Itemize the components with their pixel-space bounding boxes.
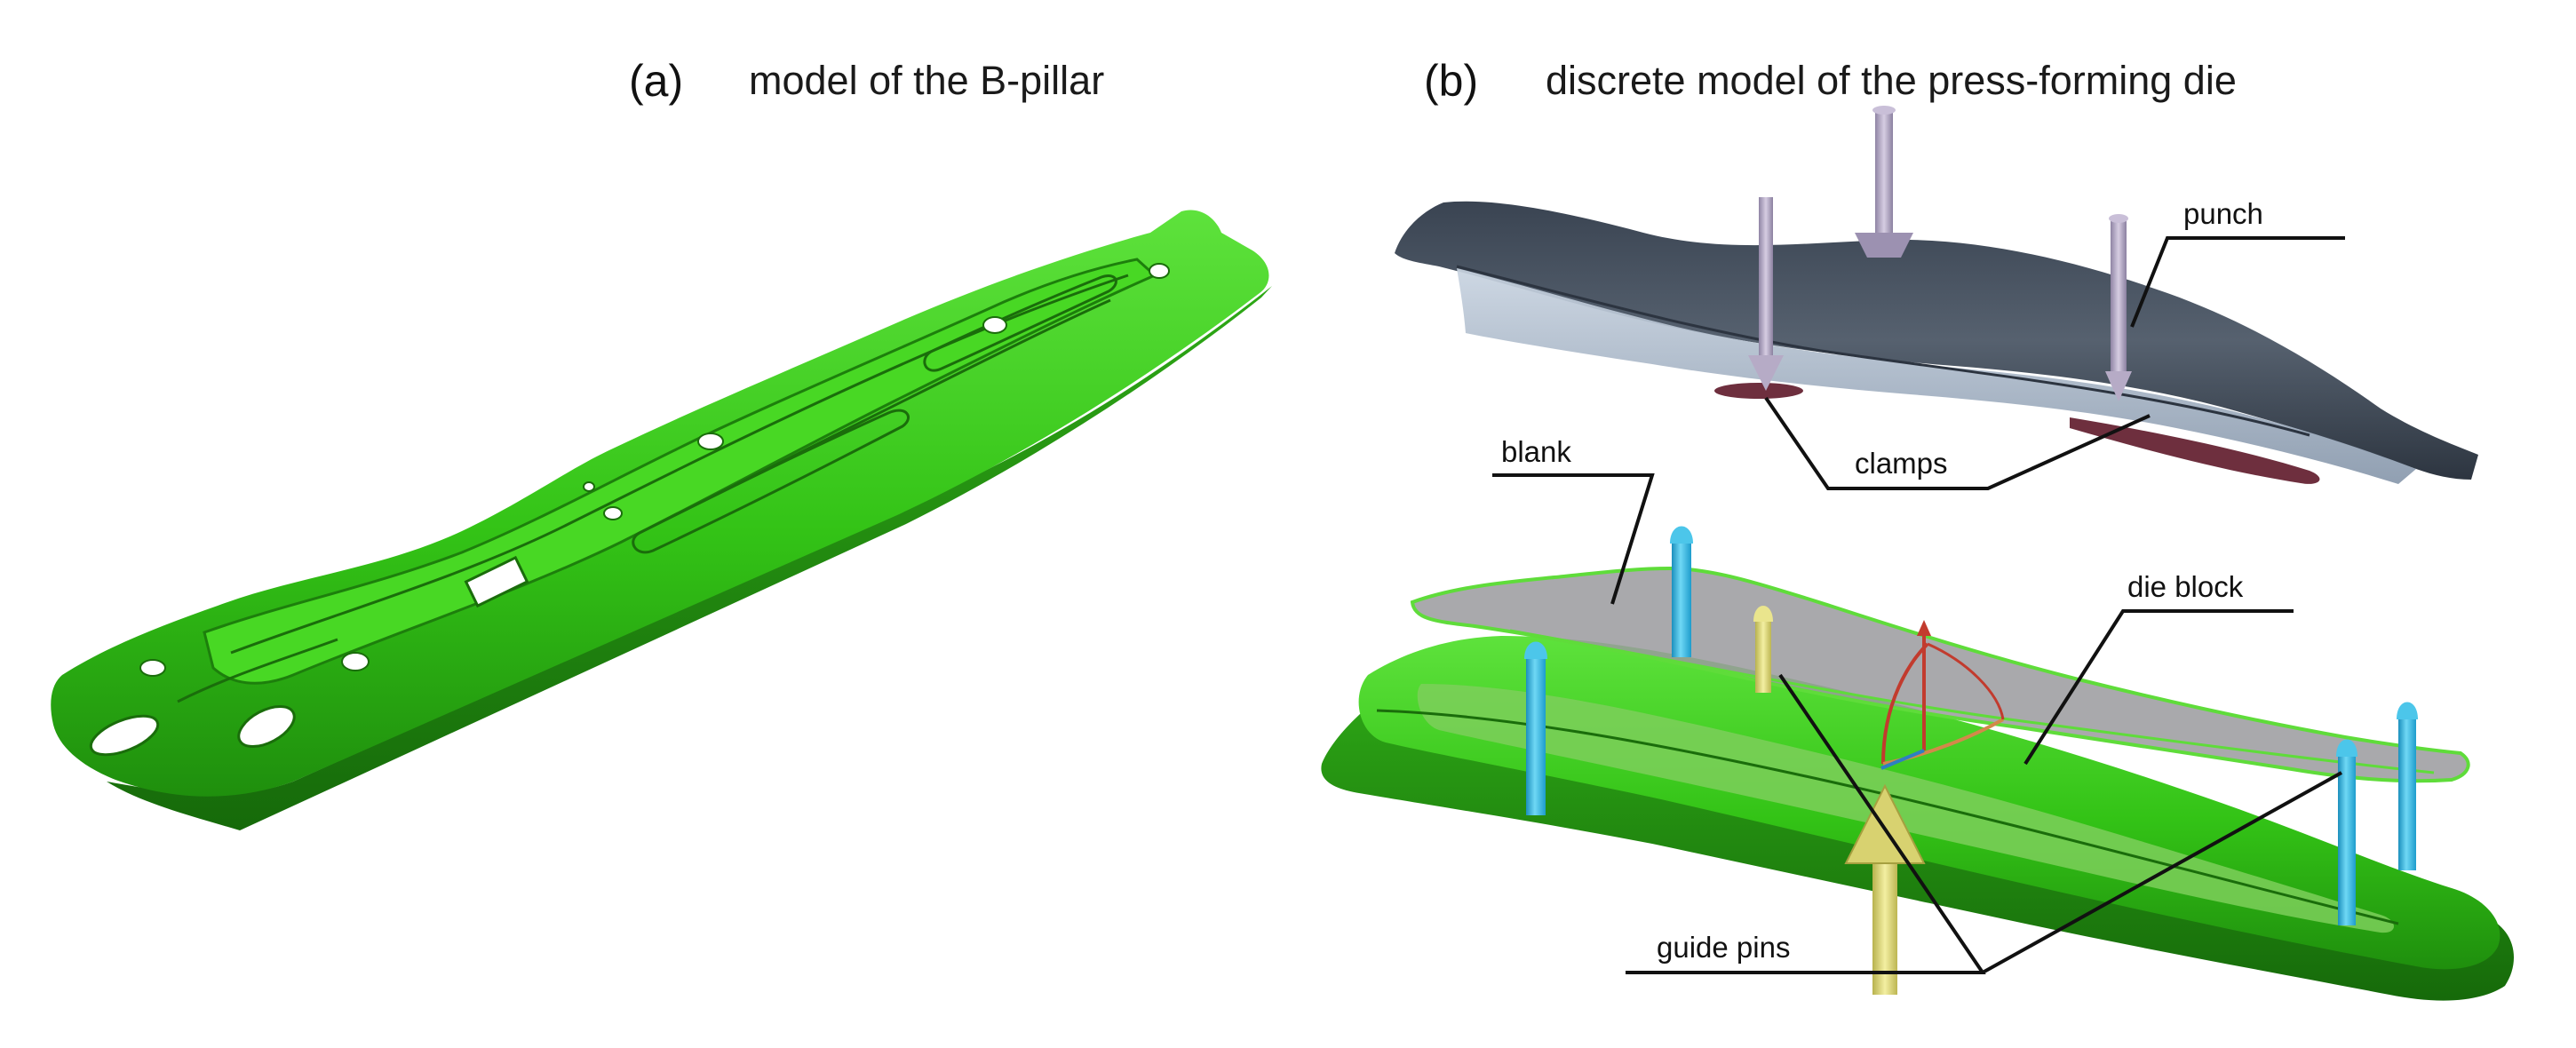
clamps-label: clamps [1855, 447, 1948, 480]
b-pillar-groove-1 [230, 274, 1129, 655]
punch-rod-center [1875, 108, 1893, 233]
punch-body [1395, 201, 2478, 480]
guide-pin-right-front [2336, 739, 2357, 925]
b-pillar-slot-hole-2 [237, 704, 296, 749]
punch-rod-right-tip [2105, 371, 2132, 401]
b-pillar-hole-5 [697, 433, 724, 450]
punch-leader-line [2130, 236, 2345, 328]
punch-rod-left-tip [1748, 355, 1784, 391]
callout-blank: blank [1492, 435, 1655, 605]
punch-rod-center-cone [1855, 233, 1913, 258]
b-pillar-slot-hole-1 [89, 714, 160, 757]
panel-b: (b) discrete model of the press-forming … [1321, 56, 2514, 1001]
panel-a: (a) model of the B-pillar [51, 56, 1272, 830]
blank-leader-line [1492, 473, 1655, 605]
die-block-edge-line [1376, 709, 2399, 925]
guide-pin-yellow [1753, 606, 1773, 693]
blank-inner-line [1509, 629, 2435, 774]
b-pillar-model [51, 210, 1272, 830]
b-pillar-hole-6 [982, 316, 1007, 334]
panel-a-letter: (a) [629, 56, 683, 106]
die-block-leader-line [2023, 609, 2294, 766]
guide-pin-right-back [2397, 702, 2418, 870]
b-pillar-groove-3 [177, 638, 338, 703]
punch-ridge-line [1456, 265, 2310, 437]
guide-pins [1524, 526, 2418, 925]
punch-label: punch [2183, 197, 2263, 230]
panel-b-title: discrete model of the press-forming die [1546, 58, 2237, 103]
guide-pin-left [1524, 641, 1547, 815]
callout-guide-pins: guide pins [1626, 673, 2342, 974]
punch-rod-center-cap [1872, 106, 1896, 115]
callout-die-block: die block [2023, 570, 2294, 766]
b-pillar-hole-7 [1149, 263, 1170, 279]
guide-pins-label: guide pins [1657, 931, 1790, 964]
clamps-leader-line [1764, 396, 2151, 490]
punch-rod-left [1759, 197, 1773, 366]
b-pillar-hole-2 [341, 652, 370, 671]
punch-tool [1395, 106, 2478, 484]
punch-face [1457, 268, 2416, 484]
guide-pin-back-left [1670, 526, 1693, 657]
die-block [1321, 636, 2514, 1001]
b-pillar-hole-3 [603, 506, 623, 520]
panel-a-title: model of the B-pillar [749, 58, 1104, 103]
b-pillar-square-hole [464, 555, 529, 608]
callout-clamps: clamps [1764, 396, 2151, 490]
callout-punch: punch [2130, 197, 2345, 328]
b-pillar-pocket-1 [632, 409, 910, 554]
clamp-pad-left [1714, 383, 1803, 399]
blank-label: blank [1501, 435, 1571, 468]
guide-pins-leader-line-2 [1982, 771, 2342, 974]
b-pillar-hole-4 [583, 481, 595, 492]
die-block-label: die block [2127, 570, 2244, 603]
panel-b-letter: (b) [1424, 56, 1478, 106]
clamp-pad-right [2070, 417, 2320, 484]
punch-rod-right [2111, 217, 2127, 373]
b-pillar-pocket-2 [923, 274, 1117, 372]
b-pillar-hole-1 [139, 659, 166, 677]
coordinate-gizmo [1880, 620, 2005, 770]
punch-rod-right-cap [2109, 214, 2128, 223]
